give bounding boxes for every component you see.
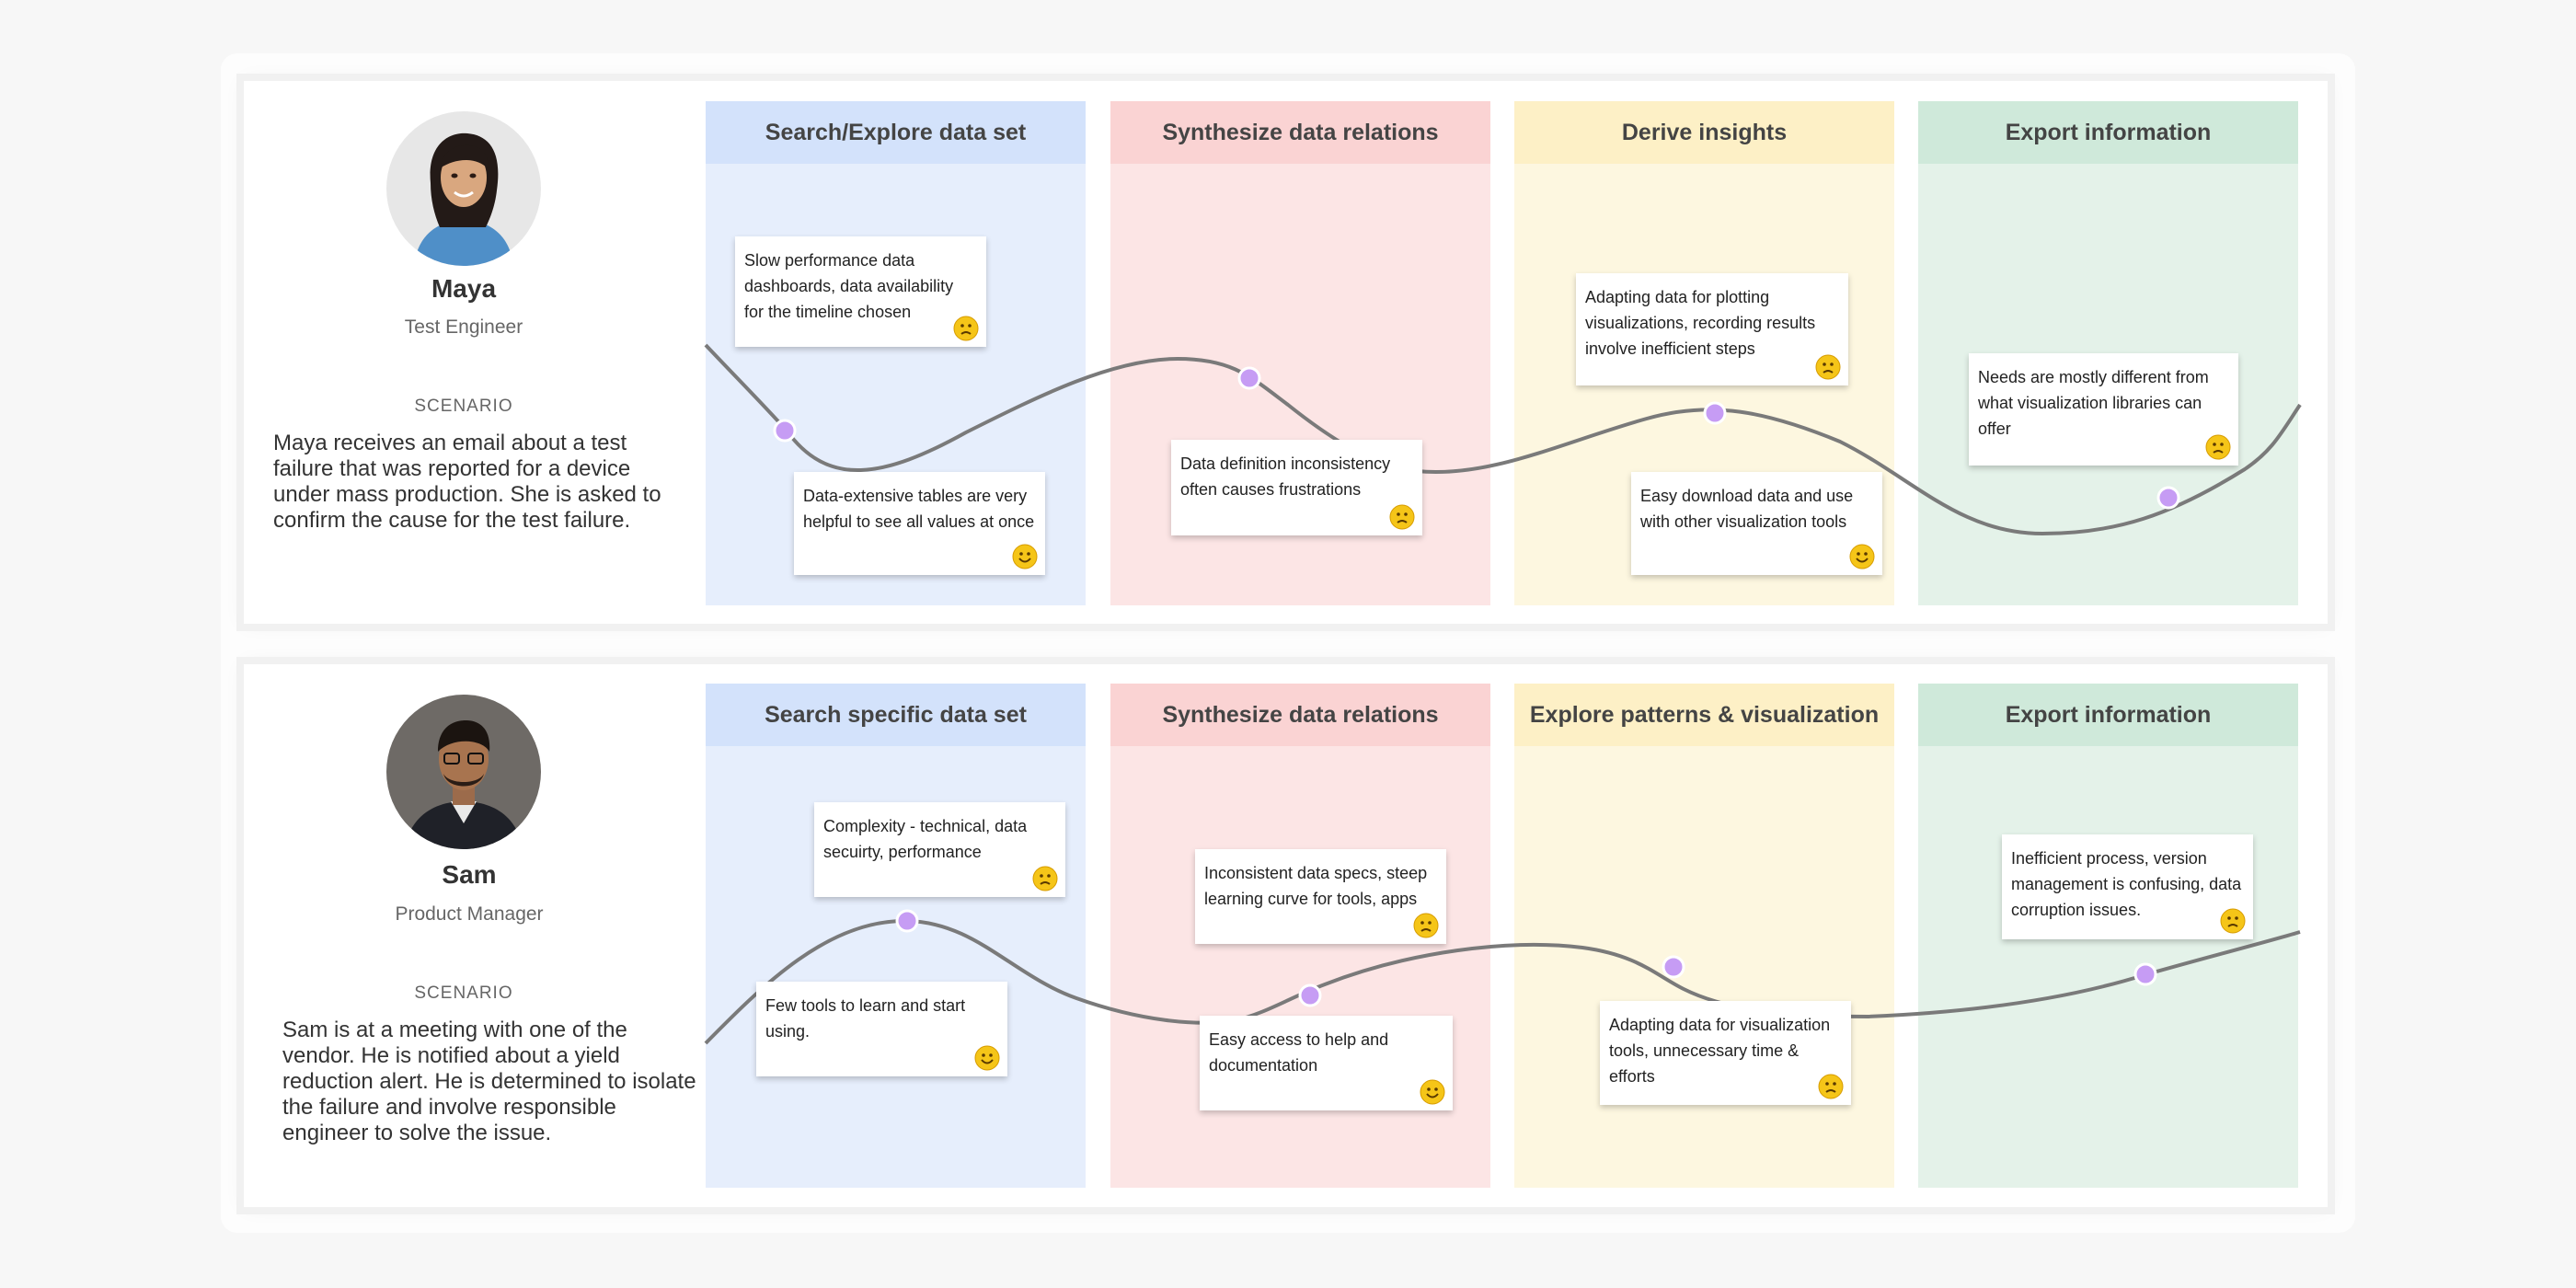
sticky-note: Inefficient process, version management … bbox=[2002, 834, 2253, 939]
sticky-note: Easy access to help and documentation bbox=[1200, 1016, 1453, 1110]
sad-face-icon bbox=[2220, 908, 2246, 934]
scenario-text: Maya receives an email about a test fail… bbox=[273, 431, 661, 533]
sad-face-icon bbox=[1818, 1074, 1844, 1099]
stage-header: Synthesize data relations bbox=[1110, 684, 1490, 746]
note-text: Data definition inconsistency often caus… bbox=[1180, 454, 1391, 499]
scenario-label: SCENARIO bbox=[414, 397, 513, 416]
stage-header: Export information bbox=[1918, 684, 2298, 746]
sad-face-icon bbox=[1815, 354, 1841, 380]
persona-role: Test Engineer bbox=[404, 316, 523, 338]
sticky-note: Adapting data for visualization tools, u… bbox=[1600, 1001, 1851, 1105]
persona-role: Product Manager bbox=[395, 903, 544, 925]
avatar-maya bbox=[386, 111, 541, 266]
happy-face-icon bbox=[1012, 544, 1038, 569]
happy-face-icon bbox=[1849, 544, 1875, 569]
stage-header: Explore patterns & visualization bbox=[1514, 684, 1894, 746]
happy-face-icon bbox=[1420, 1079, 1445, 1105]
sticky-note: Easy download data and use with other vi… bbox=[1631, 472, 1882, 575]
note-text: Adapting data for plotting visualization… bbox=[1585, 288, 1816, 358]
note-text: Slow performance data dashboards, data a… bbox=[744, 251, 954, 321]
note-text: Complexity - technical, data secuirty, p… bbox=[823, 817, 1028, 861]
sticky-note: Complexity - technical, data secuirty, p… bbox=[814, 802, 1065, 897]
sad-face-icon bbox=[1413, 913, 1439, 938]
stage-column: Explore patterns & visualization bbox=[1514, 684, 1894, 1188]
note-text: Adapting data for visualization tools, u… bbox=[1609, 1016, 1831, 1086]
note-text: Easy access to help and documentation bbox=[1209, 1030, 1389, 1075]
sticky-note: Needs are mostly different from what vis… bbox=[1969, 353, 2238, 466]
note-text: Inefficient process, version management … bbox=[2011, 849, 2242, 919]
sticky-note: Adapting data for plotting visualization… bbox=[1576, 273, 1848, 385]
scenario-text: Sam is at a meeting with one of the vend… bbox=[282, 1018, 696, 1145]
sad-face-icon bbox=[1389, 504, 1415, 530]
sticky-note: Few tools to learn and start using. bbox=[756, 982, 1007, 1076]
stage-header: Synthesize data relations bbox=[1110, 101, 1490, 164]
persona-name: Maya bbox=[431, 274, 497, 303]
note-text: Easy download data and use with other vi… bbox=[1640, 487, 1854, 531]
sad-face-icon bbox=[953, 316, 979, 341]
happy-face-icon bbox=[974, 1045, 1000, 1071]
sticky-note: Slow performance data dashboards, data a… bbox=[735, 236, 986, 347]
stage-header: Search specific data set bbox=[706, 684, 1086, 746]
stage-header: Export information bbox=[1918, 101, 2298, 164]
sticky-note: Data definition inconsistency often caus… bbox=[1171, 440, 1422, 535]
sticky-note: Inconsistent data specs, steep learning … bbox=[1195, 849, 1446, 944]
persona-name: Sam bbox=[442, 860, 497, 889]
note-text: Few tools to learn and start using. bbox=[765, 996, 966, 1041]
sad-face-icon bbox=[2205, 434, 2231, 460]
sticky-note: Data-extensive tables are very helpful t… bbox=[794, 472, 1045, 575]
avatar-sam bbox=[386, 695, 541, 849]
scenario-label: SCENARIO bbox=[414, 983, 513, 1003]
note-text: Inconsistent data specs, steep learning … bbox=[1204, 864, 1428, 908]
stage-column: Search specific data set bbox=[706, 684, 1086, 1188]
stage-header: Derive insights bbox=[1514, 101, 1894, 164]
note-text: Data-extensive tables are very helpful t… bbox=[803, 487, 1035, 531]
sad-face-icon bbox=[1032, 866, 1058, 891]
note-text: Needs are mostly different from what vis… bbox=[1978, 368, 2209, 438]
stage-header: Search/Explore data set bbox=[706, 101, 1086, 164]
